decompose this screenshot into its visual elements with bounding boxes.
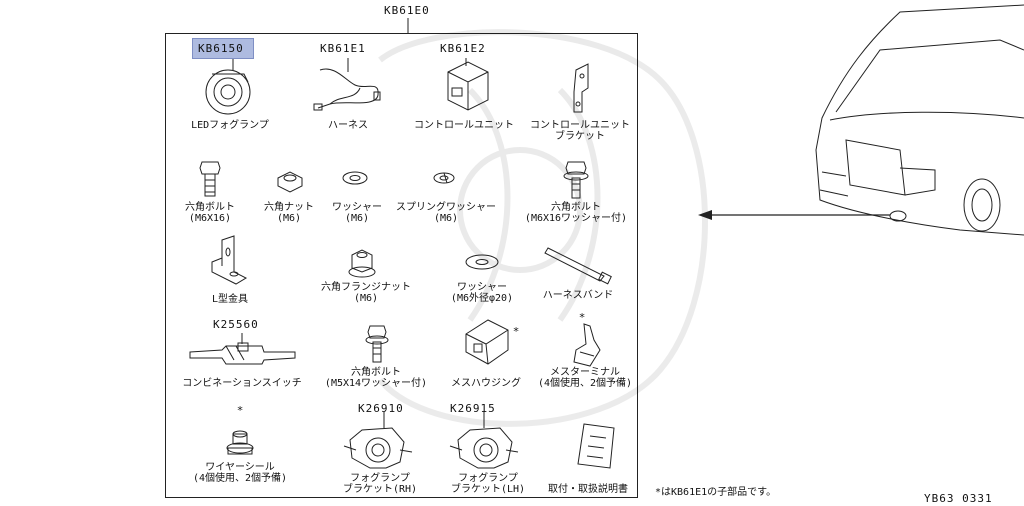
fog-bracket-rh-code[interactable]: K26910 — [358, 402, 404, 415]
combination-switch-code[interactable]: K25560 — [213, 318, 259, 331]
washer-od20-label-1: ワッシャー — [457, 282, 507, 293]
hex-flange-nut-label-1: 六角フランジナット — [321, 282, 411, 293]
led-fog-lamp-code[interactable]: KB6150 — [198, 42, 244, 55]
wire-seal-asterisk: * — [236, 404, 244, 417]
fog-bracket-lh-code[interactable]: K26915 — [450, 402, 496, 415]
hex-bolt-washer-label-2: (M6X16ワッシャー付) — [524, 213, 628, 224]
wire-seal-label-2: (4個使用、2個予備) — [192, 473, 288, 484]
harness-code[interactable]: KB61E1 — [320, 42, 366, 55]
washer-od20-label-2: (M6外径φ20) — [450, 293, 514, 304]
harness-band-drawing[interactable] — [544, 247, 612, 285]
washer-m6-label-1: ワッシャー — [332, 202, 382, 213]
wire-seal-label-1: ワイヤーシール — [205, 462, 275, 473]
watermark-emblem — [377, 29, 708, 427]
hex-bolt-washer-drawing[interactable] — [563, 161, 589, 199]
control-unit-bracket-label-2: ブラケット — [555, 131, 605, 142]
harness-band-label: ハーネスバンド — [542, 290, 614, 301]
hex-bolt-m5-label-1: 六角ボルト — [351, 367, 401, 378]
wire-seal-drawing[interactable] — [226, 430, 254, 455]
hex-bolt-m6x16-drawing[interactable] — [199, 161, 221, 197]
fog-bracket-rh-label-1: フォグランプ — [350, 473, 410, 484]
fog-bracket-rh-label-2: ブラケット(RH) — [342, 484, 418, 495]
female-terminal-label-2: (4個使用、2個予備) — [537, 378, 633, 389]
hex-flange-nut-drawing[interactable] — [348, 249, 376, 278]
female-terminal-drawing[interactable] — [573, 323, 601, 367]
selected-part-highlight[interactable] — [192, 38, 254, 59]
control-unit-code[interactable]: KB61E2 — [440, 42, 486, 55]
assembly-code[interactable]: KB61E0 — [384, 4, 430, 17]
control-unit-label: コントロールユニット — [414, 120, 514, 131]
washer-m6-drawing[interactable] — [342, 171, 368, 185]
hex-flange-nut-label-2: (M6) — [353, 293, 379, 304]
footnote: *はKB61E1の子部品です。 — [655, 487, 777, 498]
l-bracket-drawing[interactable] — [211, 235, 248, 285]
hex-bolt-m5-label-2: (M5X14ワッシャー付) — [324, 378, 428, 389]
female-housing-label: メスハウジング — [451, 378, 521, 389]
female-housing-drawing[interactable] — [465, 319, 509, 365]
hex-nut-m6-label-2: (M6) — [276, 213, 302, 224]
hex-bolt-m6x16-label-2: (M6X16) — [188, 213, 232, 224]
manual-label: 取付・取扱説明書 — [548, 484, 628, 495]
fog-bracket-lh-drawing[interactable] — [449, 427, 519, 469]
control-unit-bracket-label-1: コントロールユニット — [530, 120, 630, 131]
washer-od20-drawing[interactable] — [465, 254, 499, 270]
manual-drawing[interactable] — [577, 423, 615, 469]
spring-washer-drawing[interactable] — [433, 172, 455, 184]
l-bracket-label: L型金具 — [211, 294, 249, 305]
figure-id: YB63 0331 — [924, 492, 993, 505]
combination-switch-drawing[interactable] — [189, 342, 296, 365]
female-housing-asterisk: * — [512, 325, 520, 338]
hex-bolt-washer-label-1: 六角ボルト — [551, 202, 601, 213]
hex-nut-m6-label-1: 六角ナット — [264, 202, 314, 213]
control-unit-bracket-drawing[interactable] — [573, 63, 589, 113]
spring-washer-label-1: スプリングワッシャー — [396, 202, 496, 213]
hex-bolt-m6x16-label-1: 六角ボルト — [185, 202, 235, 213]
washer-m6-label-2: (M6) — [344, 213, 370, 224]
fog-bracket-rh-drawing[interactable] — [343, 427, 413, 469]
hex-nut-m6-drawing[interactable] — [277, 171, 303, 193]
location-arrow — [698, 210, 890, 220]
fog-bracket-lh-label-1: フォグランプ — [458, 473, 518, 484]
led-fog-lamp-drawing[interactable] — [205, 69, 251, 115]
led-fog-lamp-label: LEDフォグランプ — [191, 120, 269, 131]
hex-bolt-m5-drawing[interactable] — [365, 325, 389, 363]
parts-frame — [165, 33, 638, 498]
car-front-drawing — [815, 4, 1024, 236]
female-terminal-asterisk: * — [578, 311, 586, 324]
spring-washer-label-2: (M6) — [433, 213, 459, 224]
harness-drawing[interactable] — [313, 68, 381, 111]
fog-bracket-lh-label-2: ブラケット(LH) — [450, 484, 526, 495]
combination-switch-label: コンビネーションスイッチ — [182, 378, 302, 389]
control-unit-drawing[interactable] — [447, 61, 489, 111]
harness-label: ハーネス — [328, 120, 368, 131]
female-terminal-label-1: メスターミナル — [550, 367, 620, 378]
